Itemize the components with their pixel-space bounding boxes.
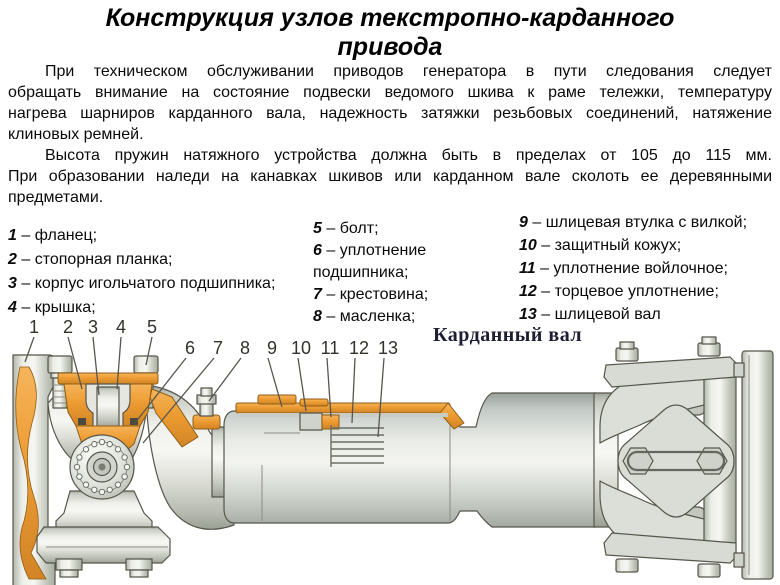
legend-column-3: 9 – шлицевая втулка с вилкой; 10 – защит… <box>519 211 780 326</box>
callout-10: 10 <box>291 338 311 358</box>
callout-11: 11 <box>321 338 340 358</box>
grease-fitting <box>192 387 221 430</box>
legend-item-9: 9 – шлицевая втулка с вилкой; <box>519 214 748 231</box>
splined-shaft <box>330 425 384 467</box>
paragraph-line: предметами. <box>8 189 104 206</box>
legend-item-5: 5 – болт; <box>313 220 379 237</box>
paragraph-maintenance: При техническом обслуживании приводов ге… <box>8 61 772 145</box>
yoke-right <box>593 336 737 578</box>
legend-item-12: 12 – торцевое уплотнение; <box>519 283 719 300</box>
callout-1: 1 <box>29 317 39 337</box>
legend-item-7: 7 – крестовина; <box>313 286 429 303</box>
callout-12: 12 <box>349 338 369 358</box>
bolt-bottom-right <box>125 558 153 578</box>
callout-labels: 1 2 3 4 5 6 7 8 9 10 11 12 13 <box>29 317 398 358</box>
yoke-bottom-plate <box>603 532 737 578</box>
legend-item-2: 2 – стопорная планка; <box>8 251 173 268</box>
paragraph-line: При образовании наледи на канавках шкиво… <box>8 168 772 185</box>
paragraph-line: Высота пружин натяжного устройства должн… <box>45 147 772 164</box>
legend-item-11: 11 – уплотнение войлочное; <box>519 260 728 277</box>
callout-5: 5 <box>147 317 157 337</box>
protective-cover <box>235 394 465 430</box>
diamond-lock-plate <box>617 404 735 518</box>
legend-item-8: 8 – масленка; <box>313 308 416 325</box>
legend-item-13: 13 – шлицевой вал <box>519 306 661 323</box>
title-line-1: Конструкция узлов текстропно-карданного <box>105 4 675 32</box>
bearing-housing-assembly <box>47 355 199 455</box>
paragraph-line: При техническом обслуживании приводов ге… <box>45 63 772 80</box>
callout-4: 4 <box>116 317 126 337</box>
callout-13: 13 <box>378 338 398 358</box>
legend-item-6: 6 – уплотнение подшипника; <box>313 242 427 281</box>
callout-6: 6 <box>185 338 195 358</box>
paragraph-line: обращать внимание на состояние подвески … <box>8 84 772 101</box>
flange-right <box>733 350 774 580</box>
paragraph-springs: Высота пружин натяжного устройства должн… <box>8 145 772 208</box>
callout-7: 7 <box>213 338 223 358</box>
needle-bearing <box>69 434 135 500</box>
paragraph-line: нагрева шарниров карданного вала, надежн… <box>8 105 772 122</box>
cardan-shaft-diagram: 1 2 3 4 5 6 7 8 9 10 11 12 13 <box>12 317 774 585</box>
legend-column-1: 1 – фланец; 2 – стопорная планка; 3 – ко… <box>8 224 308 320</box>
callout-2: 2 <box>63 317 73 337</box>
paragraph-line: клиновых ремней. <box>8 126 144 143</box>
page-title: Конструкция узлов текстропно-карданного … <box>0 4 780 62</box>
callout-9: 9 <box>267 338 277 358</box>
legend-column-2: 5 – болт; 6 – уплотнение подшипника; 7 –… <box>313 218 483 328</box>
leader-lines <box>24 336 385 444</box>
title-line-2: привода <box>337 33 443 61</box>
sleeve-seals <box>299 412 340 431</box>
diagram-caption: Карданный вал <box>433 324 583 346</box>
bolt-bottom-left <box>55 558 83 578</box>
legend-item-3: 3 – корпус игольчатого подшипника; <box>8 275 276 292</box>
legend-item-1: 1 – фланец; <box>8 227 98 244</box>
legend-item-10: 10 – защитный кожух; <box>519 237 682 254</box>
callout-8: 8 <box>240 338 250 358</box>
legend-item-4: 4 – крышка; <box>8 299 96 316</box>
callout-3: 3 <box>88 317 98 337</box>
